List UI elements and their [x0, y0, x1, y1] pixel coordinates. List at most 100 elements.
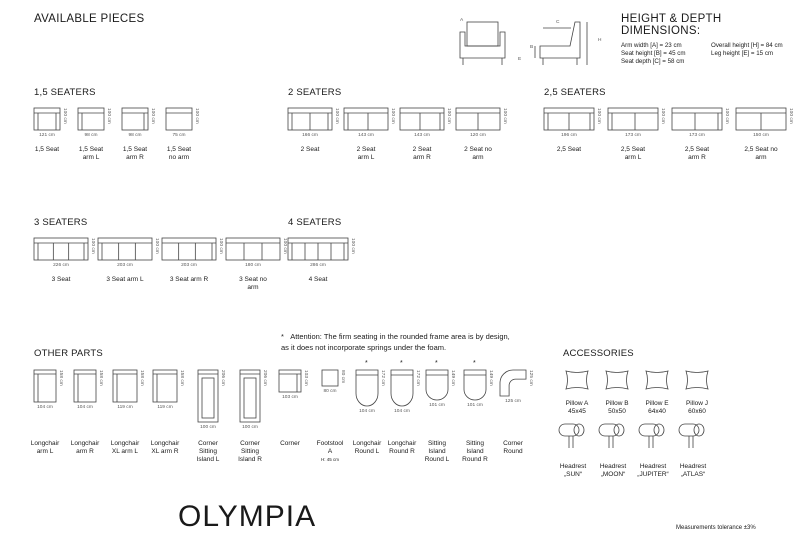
dim-letter-h: H	[598, 38, 602, 43]
other-part-depth-2: 158 cm	[139, 370, 144, 386]
heading-1-5-seaters: 1,5 SEATERS	[34, 87, 96, 98]
other-part-label-line1-0: Longchair	[30, 440, 60, 447]
seater-2-5-label-line1-0: 2,5 Seat	[556, 146, 582, 153]
pillow-label-line1-1: Pillow B	[605, 400, 629, 407]
seater-3-label-1: 3 Seat arm L	[92, 276, 158, 284]
seater-2-5-label-line2-3: arm	[755, 154, 767, 161]
seater-2-piece-1	[343, 107, 389, 131]
seater-2-width-0: 166 cm	[302, 133, 318, 138]
seater-3-depth-3: 100 cm	[282, 238, 287, 254]
seater-1-5-depth-3: 100 cm	[194, 108, 199, 124]
seater-2-5-width-2: 173 cm	[689, 133, 705, 138]
other-part-label-line1-5: Corner	[240, 440, 260, 447]
seater-2-5-piece-1	[607, 107, 659, 131]
other-part-label-line1-9: Longchair	[387, 440, 417, 447]
other-part-label-line1-10: Sitting	[427, 440, 447, 447]
seater-1-5-width-3: 75 cm	[172, 133, 186, 138]
other-part-depth-9: 172 cm	[415, 370, 420, 386]
seater-2-5-piece-3	[735, 107, 787, 131]
other-part-shape-2	[112, 369, 138, 403]
spec-overall-height: Overall height [H] = 84 cm	[711, 42, 783, 49]
other-part-label-line2-5: Sitting	[240, 448, 260, 455]
other-part-shape-0	[33, 369, 57, 403]
pillow-label-line2-3: 60x60	[688, 408, 706, 415]
headrest-label-3: Headrest„ATLAS“	[671, 463, 715, 479]
other-part-width-4: 100 cm	[200, 425, 216, 430]
other-part-label-line3-11: Round R	[462, 456, 488, 463]
pillow-label-line1-2: Pillow E	[645, 400, 669, 407]
seater-2-piece-0	[287, 107, 333, 131]
other-part-width-0: 104 cm	[37, 405, 53, 410]
seater-1-5-depth-1: 100 cm	[106, 108, 111, 124]
headrest-label-line2-3: „ATLAS“	[680, 471, 706, 478]
other-part-width-5: 100 cm	[242, 425, 258, 430]
seater-3-piece-0	[33, 237, 89, 261]
note-line-2: as it does not incorporate springs under…	[281, 343, 447, 352]
other-part-depth-11: 149 cm	[488, 370, 493, 386]
seater-1-5-depth-2: 100 cm	[150, 108, 155, 124]
seater-2-5-label-line2-1: arm L	[624, 154, 642, 161]
headrest-shape-1	[598, 423, 625, 448]
other-part-width-12: 125 cm	[505, 399, 521, 404]
note-line-1: Attention: The firm seating in the round…	[290, 332, 510, 341]
seater-2-width-1: 143 cm	[358, 133, 374, 138]
other-part-label-line2-7: A	[327, 448, 333, 455]
other-part-label-line3-5: Island R	[238, 456, 262, 463]
seater-3-width-3: 180 cm	[245, 263, 261, 268]
pillow-shape-1	[605, 370, 629, 390]
dim-letter-a: A	[460, 18, 464, 23]
seater-3-width-1: 203 cm	[117, 263, 133, 268]
seater-2-5-depth-2: 100 cm	[724, 108, 729, 124]
other-part-label-line3-7: H: 45 cm	[320, 457, 339, 462]
headrest-label-2: Headrest„JUPITER“	[631, 463, 675, 479]
other-part-star-9: *	[400, 360, 403, 367]
other-part-shape-11	[463, 369, 487, 401]
dim-letter-c: C	[556, 20, 560, 25]
other-part-depth-1: 158 cm	[98, 370, 103, 386]
seater-1-5-label-0: 1,5 Seat	[28, 146, 66, 154]
seater-2-width-2: 143 cm	[414, 133, 430, 138]
other-part-depth-6: 103 cm	[303, 370, 308, 386]
other-part-label-line2-10: Island	[428, 448, 446, 455]
other-part-depth-3: 158 cm	[179, 370, 184, 386]
seater-2-label-line1-2: 2 Seat	[412, 146, 432, 153]
other-part-label-line1-3: Longchair	[150, 440, 180, 447]
specs-right: Overall height [H] = 84 cm Leg height [E…	[711, 42, 783, 58]
other-part-width-2: 119 cm	[117, 405, 133, 410]
available-pieces-heading: AVAILABLE PIECES	[34, 13, 145, 25]
note-star: *	[281, 332, 284, 341]
other-part-label-line1-6: Corner	[280, 440, 300, 447]
spec-leg-height: Leg height [E] = 15 cm	[711, 50, 774, 57]
other-part-shape-7	[321, 369, 339, 387]
firm-seating-note: * Attention: The firm seating in the rou…	[281, 331, 510, 353]
specs-left: Arm width [A] = 23 cm Seat height [B] = …	[621, 42, 686, 66]
seater-2-label-line1-3: 2 Seat no	[464, 146, 492, 153]
pillow-shape-0	[565, 370, 589, 390]
other-part-label-line2-9: Round R	[389, 448, 415, 455]
other-part-depth-0: 158 cm	[58, 370, 63, 386]
other-part-label-line2-3: XL arm R	[151, 448, 179, 455]
seater-2-depth-0: 100 cm	[334, 108, 339, 124]
seater-2-5-label-line2-2: arm R	[688, 154, 706, 161]
seater-4-label-0: 4 Seat	[282, 276, 354, 284]
seater-2-5-width-1: 173 cm	[625, 133, 641, 138]
other-part-label-line2-0: arm L	[36, 448, 54, 455]
headrest-shape-2	[638, 423, 665, 448]
seater-3-depth-2: 100 cm	[218, 238, 223, 254]
other-part-width-9: 104 cm	[394, 409, 410, 414]
seater-2-5-piece-2	[671, 107, 723, 131]
seater-3-label-line2-3: arm	[247, 284, 259, 291]
pillow-label-line1-3: Pillow J	[685, 400, 709, 407]
